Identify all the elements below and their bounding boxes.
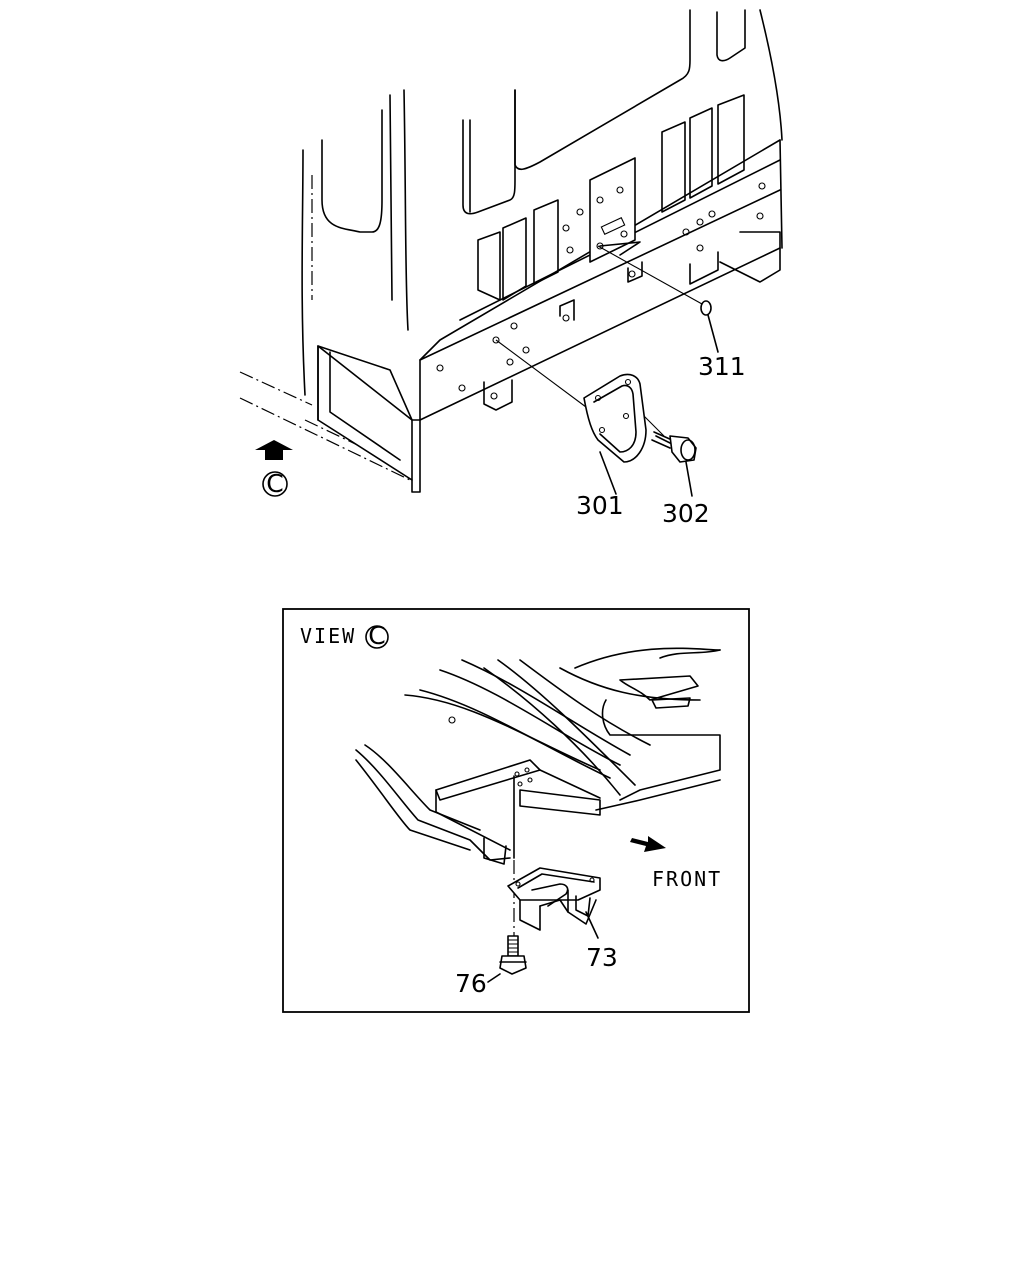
- front-label: FRONT: [652, 867, 722, 891]
- bolt-302: [651, 431, 697, 497]
- rivet-holes: [436, 182, 766, 400]
- front-arrow-icon: [630, 836, 666, 852]
- view-c-marker-text: C: [266, 469, 283, 498]
- label-311: 311: [698, 352, 746, 381]
- label-302: 302: [662, 499, 710, 528]
- label-73: 73: [586, 943, 618, 972]
- bracket-73: [507, 867, 601, 939]
- upper-cab-drawing: C 311 301 302: [239, 9, 783, 528]
- label-301: 301: [576, 491, 624, 520]
- view-c-title-circle: [365, 625, 389, 649]
- washer-311: [700, 300, 712, 316]
- view-c-title-marker: C: [368, 621, 385, 650]
- label-76: 76: [455, 969, 487, 998]
- view-c-arrow-icon: [255, 440, 293, 460]
- view-c-marker-circle: [262, 471, 288, 497]
- bracket-301: [583, 373, 647, 495]
- bolt-76: [487, 935, 527, 983]
- view-c-title: VIEW: [300, 624, 356, 648]
- view-c-panel: VIEW C: [282, 608, 750, 1013]
